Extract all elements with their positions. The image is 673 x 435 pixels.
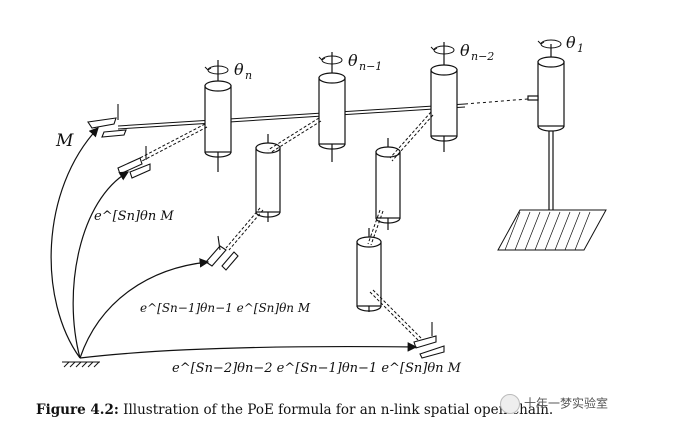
eq2-label: e^[Sn−1]θn−1 e^[Sn]θn M: [140, 301, 311, 315]
joint-n1-cylinder: [318, 52, 346, 162]
watermark: 十年一梦实验室: [500, 394, 608, 414]
theta-n-label: θ n: [234, 60, 252, 82]
rotated-cylinder-c: [356, 228, 382, 312]
gripper-m: [87, 104, 127, 138]
svg-text:θ: θ: [348, 51, 358, 70]
joint-n2-cylinder: [430, 42, 458, 152]
caption-text: Illustration of the PoE formula for an n…: [118, 402, 554, 418]
gripper-3: [413, 322, 445, 359]
svg-text:θ: θ: [566, 33, 576, 52]
svg-text:n−2: n−2: [471, 50, 494, 63]
dashed-links: [139, 111, 434, 341]
m-label: M: [55, 131, 74, 151]
eq1-label: e^[Sn]θn M: [94, 209, 174, 224]
rotated-cylinder-b: [375, 138, 401, 230]
rotation-arrows: [204, 39, 562, 75]
rotated-cylinder-a: [255, 134, 281, 222]
gripper-2: [205, 235, 239, 271]
watermark-text: 十年一梦实验室: [524, 396, 609, 411]
svg-text:n−1: n−1: [359, 60, 382, 73]
ground-origin: [62, 361, 100, 368]
joint-1-cylinder: [527, 44, 565, 230]
figure-caption: Figure 4.2: Illustration of the PoE form…: [36, 402, 553, 418]
theta-n2-label: θ n−2: [460, 41, 494, 63]
svg-text:n: n: [245, 69, 252, 82]
base-platform: [497, 209, 607, 251]
gripper-1: [117, 146, 151, 179]
caption-label: Figure 4.2:: [36, 402, 119, 418]
eq3-label: e^[Sn−2]θn−2 e^[Sn−1]θn−1 e^[Sn]θn M: [172, 361, 462, 376]
svg-text:1: 1: [577, 42, 584, 55]
theta-n1-label: θ n−1: [348, 51, 382, 73]
svg-text:θ: θ: [234, 60, 244, 79]
svg-text:θ: θ: [460, 41, 470, 60]
theta-1-label: θ 1: [566, 33, 584, 55]
joint-n-cylinder: [204, 60, 232, 172]
transform-arrows: [50, 127, 418, 359]
watermark-logo-icon: [500, 394, 520, 414]
